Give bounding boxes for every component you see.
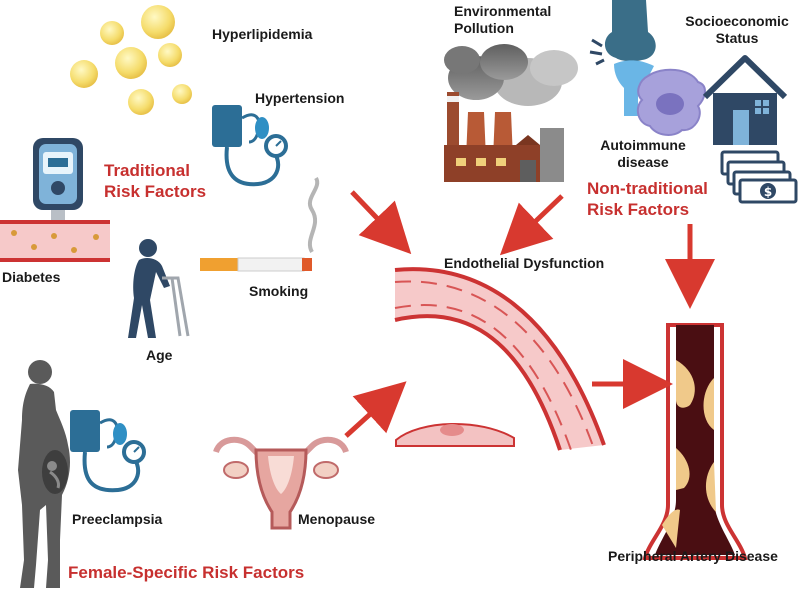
label-hypertension: Hypertension: [255, 90, 345, 106]
cigarette-icon: [200, 176, 320, 272]
blood-vessel-icon: [0, 220, 110, 262]
house-icon: [702, 55, 788, 145]
label-disease: disease: [617, 154, 669, 170]
label-menopause: Menopause: [298, 511, 376, 527]
label-preeclampsia: Preeclampsia: [72, 511, 163, 527]
pregnant-woman-icon: [18, 360, 70, 588]
label-pad: Peripheral Artery Disease: [608, 548, 778, 564]
label-autoimmune: Autoimmune: [600, 137, 686, 153]
group-nontraditional-line2: Risk Factors: [587, 200, 690, 219]
label-environmental: Environmental: [454, 3, 552, 19]
elderly-walker-icon: [128, 239, 190, 338]
svg-text:$: $: [764, 185, 772, 199]
arrow-pollution: [499, 194, 564, 256]
label-diabetes: Diabetes: [2, 269, 61, 285]
blood-pressure-monitor-icon: [70, 410, 146, 493]
factory-pollution-icon: [444, 44, 578, 182]
label-age: Age: [146, 347, 173, 363]
arrow-traditional: [350, 190, 412, 255]
arrow-female: [344, 381, 407, 438]
stenotic-artery-icon: [642, 323, 748, 560]
label-hyperlipidemia: Hyperlipidemia: [212, 26, 313, 42]
group-traditional-line2: Risk Factors: [104, 182, 207, 201]
group-nontraditional-line1: Non-traditional: [587, 179, 708, 198]
uterus-icon: [213, 436, 349, 530]
label-status: Status: [715, 30, 759, 46]
money-stack-icon: $: [720, 150, 798, 204]
group-traditional-line1: Traditional: [104, 161, 190, 180]
lipid-droplets-icon: [70, 5, 192, 115]
group-female-specific: Female-Specific Risk Factors: [68, 563, 305, 582]
label-smoking: Smoking: [249, 283, 309, 299]
label-pollution: Pollution: [454, 20, 514, 36]
label-socioeconomic: Socioeconomic: [685, 13, 789, 29]
autoimmune-joint-icon: [589, 0, 706, 136]
blood-pressure-monitor-icon: [212, 105, 288, 187]
label-endothelial-dysfunction: Endothelial Dysfunction: [444, 255, 605, 271]
endothelial-cell-icon: [395, 423, 515, 447]
artery-wall-icon: [394, 267, 606, 451]
arrows: [344, 190, 715, 438]
